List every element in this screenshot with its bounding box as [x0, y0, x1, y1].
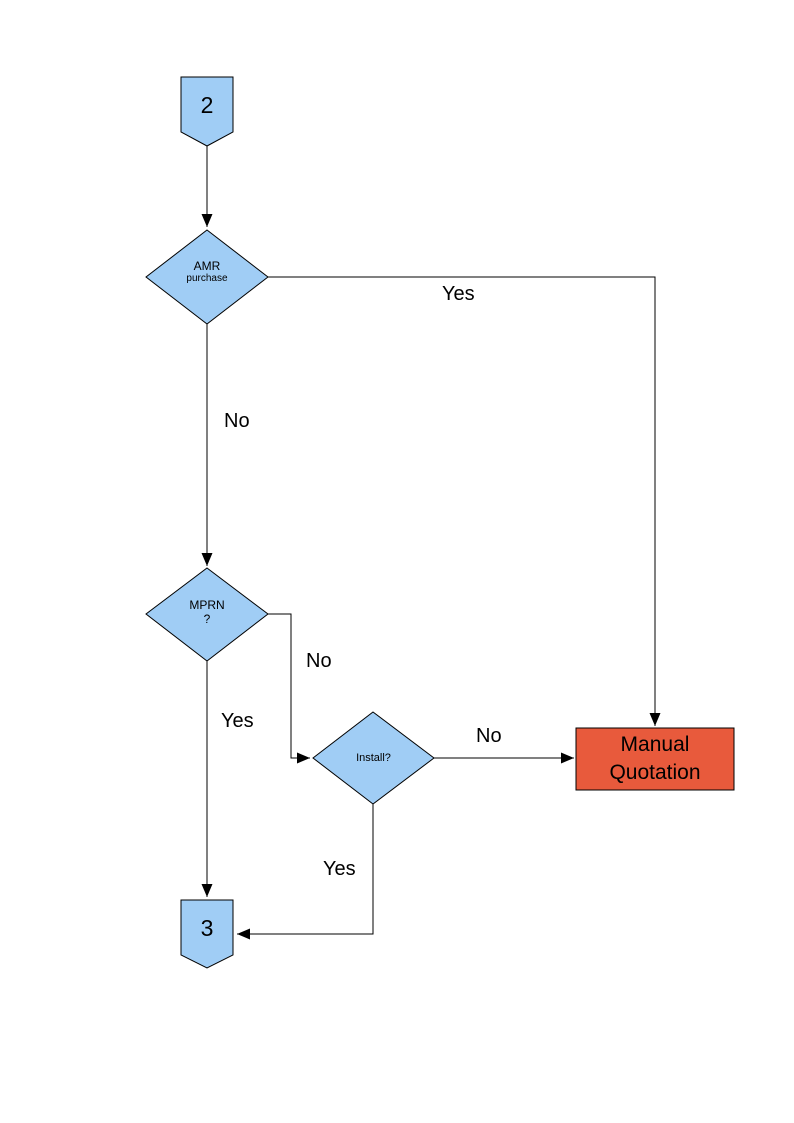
edge-install-yes-to-connector3	[237, 804, 374, 940]
amr-purchase-decision-shape	[145, 229, 269, 325]
connector-2-label: 2	[200, 92, 214, 118]
amr-yes-edge-label: Yes	[442, 283, 475, 305]
install-yes-edge-label: Yes	[323, 858, 356, 880]
amr-purchase-label-line2: purchase	[186, 273, 228, 284]
amr-no-edge-label: No	[224, 410, 250, 432]
install-label: Install?	[356, 752, 391, 764]
mprn-label-line1: MPRN	[189, 598, 225, 612]
connector-2-shape	[180, 76, 234, 147]
manual-quotation-label-line1: Manual	[620, 733, 690, 756]
connector-3-shape	[180, 899, 234, 969]
manual-quotation-label-line2: Quotation	[609, 761, 701, 784]
connector-3-label: 3	[200, 915, 214, 941]
edge-mprn-no-to-install	[268, 613, 310, 764]
amr-purchase-label-line1: AMR	[193, 259, 221, 273]
mprn-yes-edge-label: Yes	[221, 710, 254, 732]
edge-amr-yes-to-manual-quotation	[268, 276, 661, 726]
mprn-no-edge-label: No	[306, 650, 332, 672]
mprn-decision-shape	[145, 567, 269, 662]
manual-quotation-label: Manual Quotation	[576, 731, 734, 787]
mprn-label: MPRN ?	[146, 598, 268, 626]
install-no-edge-label: No	[476, 725, 502, 747]
install-decision-shape	[312, 711, 435, 805]
amr-purchase-label: AMR purchase	[146, 259, 268, 285]
mprn-label-line2: ?	[203, 612, 211, 626]
manual-quotation-box-shape	[575, 727, 735, 791]
